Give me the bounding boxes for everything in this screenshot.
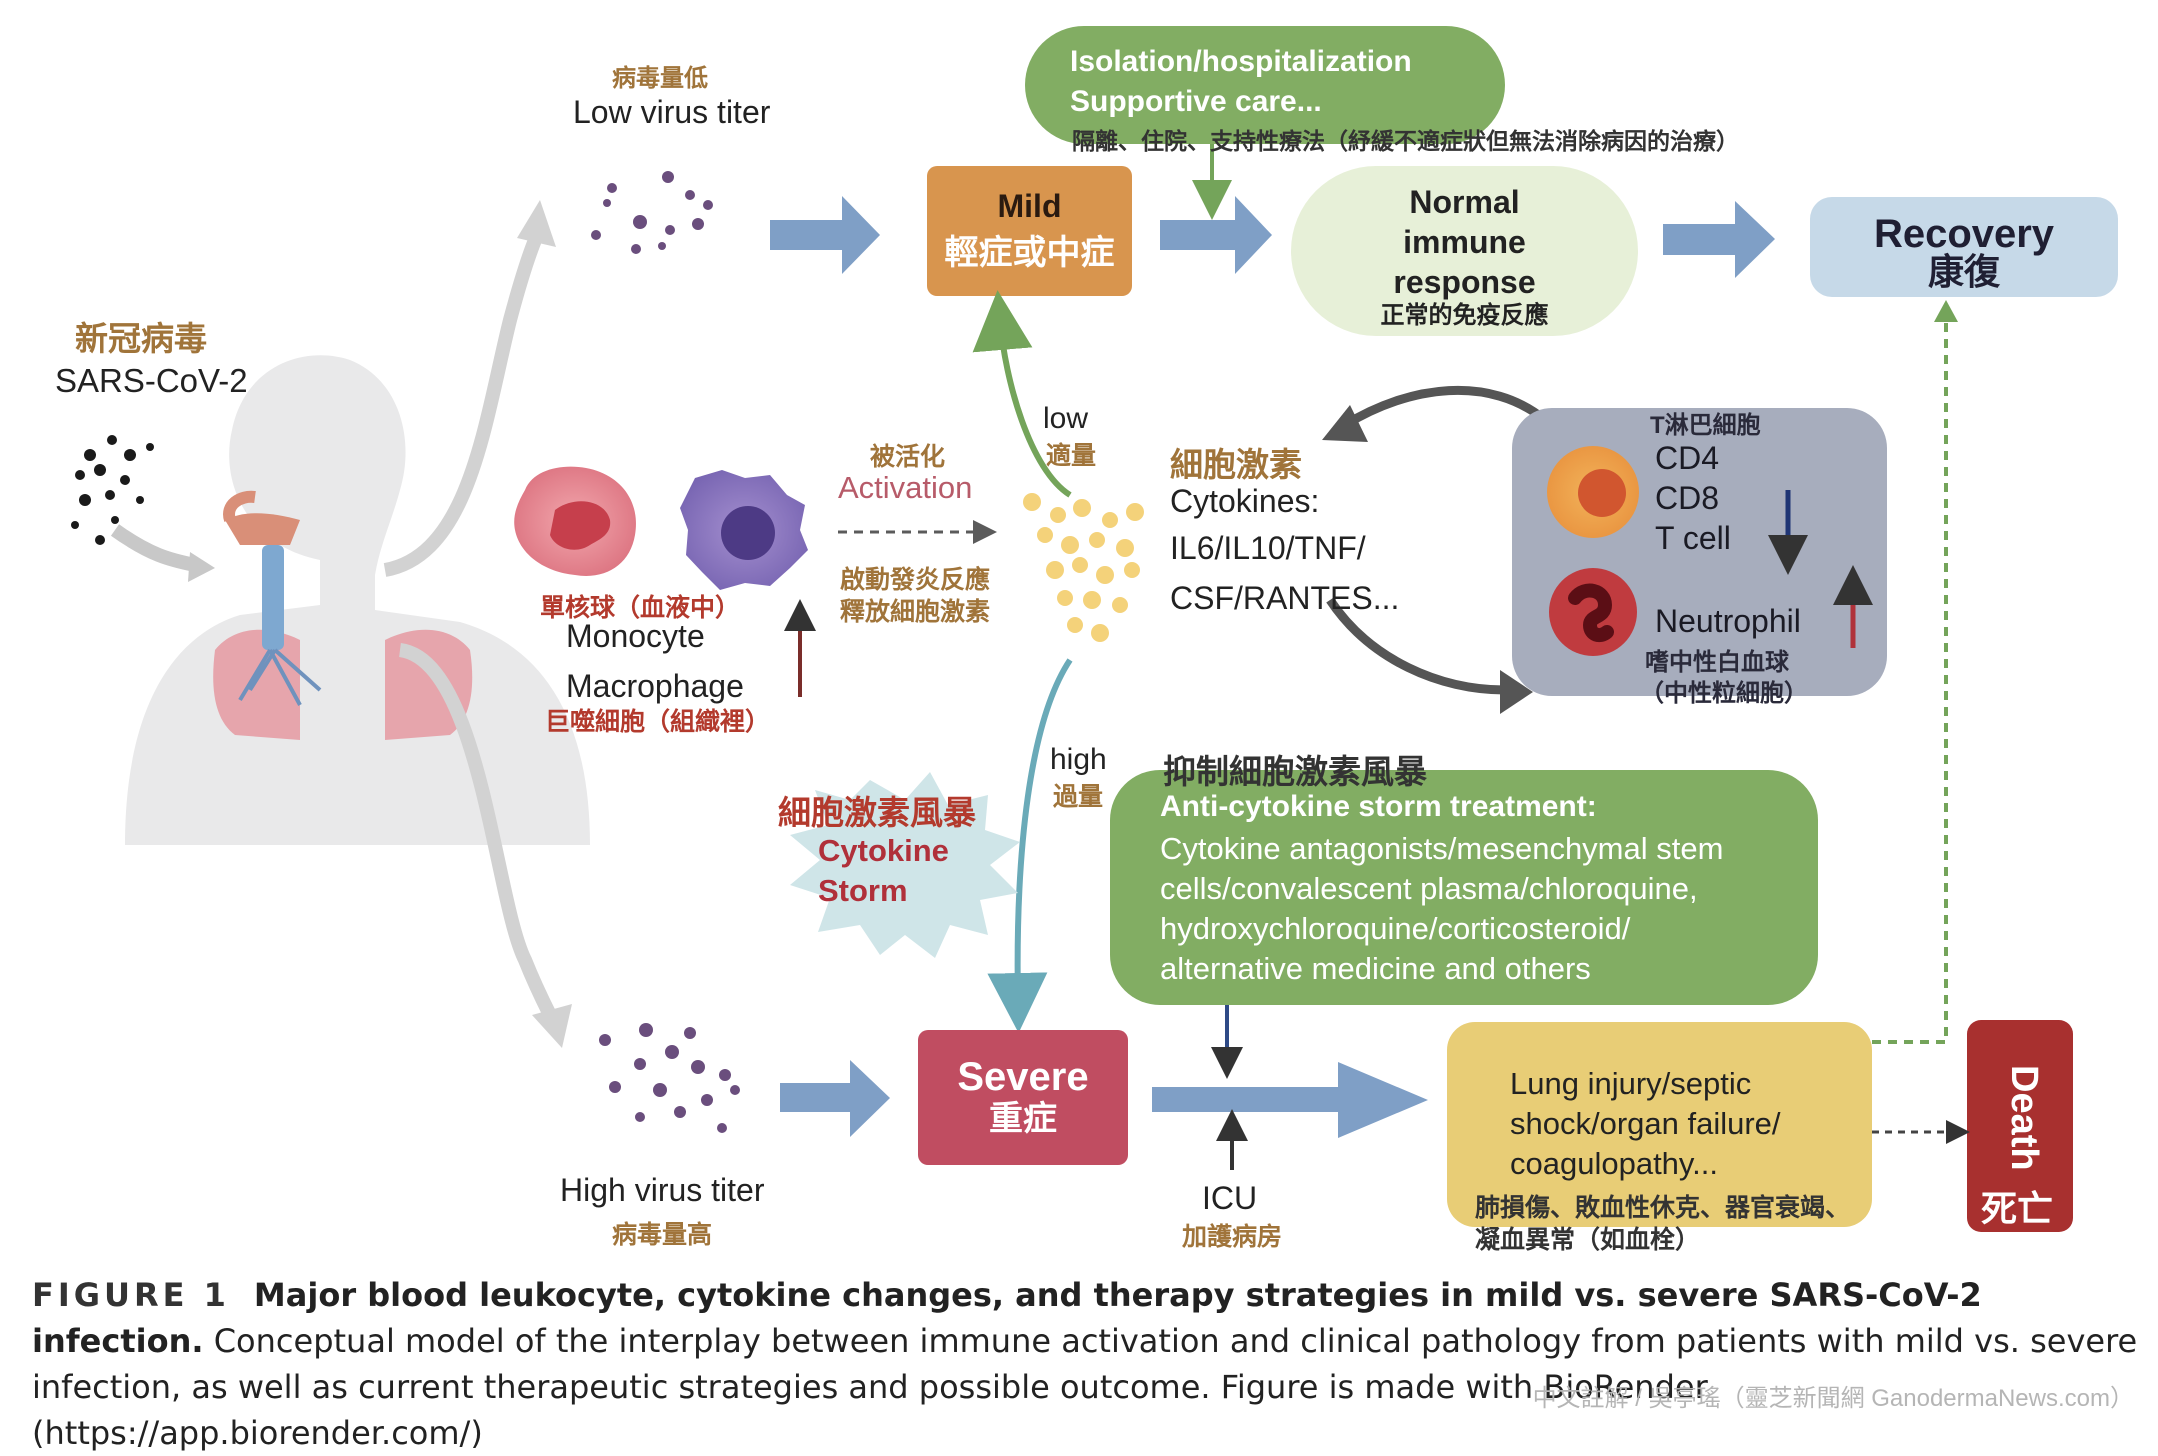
mild-box: Mild 輕症或中症 xyxy=(927,166,1132,296)
normal-immune-line1: Normal xyxy=(1409,184,1520,220)
treatment-title: Anti-cytokine storm treatment: xyxy=(1160,790,1597,823)
high-titer-label-cn: 病毒量高 xyxy=(612,1221,713,1249)
virus-particle-icon xyxy=(591,171,713,254)
diagram-graphics xyxy=(71,26,2118,1232)
low-dose-label: low xyxy=(1043,402,1089,435)
severe-box: Severe 重症 xyxy=(918,1030,1128,1165)
neutrophil-label: Neutrophil xyxy=(1655,603,1801,639)
mild-label: Mild xyxy=(997,188,1062,224)
monocyte-label-cn: 單核球（血液中） xyxy=(540,594,741,622)
isolation-line1: Isolation/hospitalization xyxy=(1070,45,1412,78)
death-label-cn: 死亡 xyxy=(1981,1188,2054,1229)
treatment-line-2: cells/convalescent plasma/chloroquine, xyxy=(1160,871,1698,906)
storm-label-2: Storm xyxy=(818,873,908,908)
activation-label-cn: 被活化 xyxy=(870,443,946,471)
severe-label: Severe xyxy=(957,1054,1089,1099)
lung-injury-cn-1: 肺損傷、敗血性休克、器官衰竭、 xyxy=(1475,1194,1851,1222)
cytokines-label: Cytokines: xyxy=(1170,483,1320,519)
storm-label-1: Cytokine xyxy=(818,833,949,868)
cytokines-list-2: CSF/RANTES... xyxy=(1170,580,1400,616)
normal-immune-line2: immune xyxy=(1403,224,1526,260)
virus-label-cn: 新冠病毒 xyxy=(75,320,207,357)
tcell-panel-title: T淋巴細胞 xyxy=(1650,412,1761,439)
neutrophil-label-cn-2: （中性粒細胞） xyxy=(1640,680,1808,707)
activation-detail-cn-1: 啟動發炎反應 xyxy=(840,566,991,594)
death-label: Death xyxy=(2003,1065,2045,1171)
high-dose-label-cn: 過量 xyxy=(1053,783,1104,811)
virus-particle-icon xyxy=(71,435,154,545)
virus-label: SARS-CoV-2 xyxy=(55,362,248,399)
storm-burst-shape xyxy=(790,772,1020,958)
isolation-line2: Supportive care... xyxy=(1070,85,1322,118)
treatment-line-1: Cytokine antagonists/mesenchymal stem xyxy=(1160,831,1724,866)
t-cell-icon xyxy=(1547,446,1639,538)
normal-immune-line3: response xyxy=(1393,264,1536,300)
figure: 新冠病毒 SARS-CoV-2 病毒量低 Low virus titer Iso… xyxy=(32,26,2137,1452)
macrophage-label: Macrophage xyxy=(566,668,744,704)
tcell-label: T cell xyxy=(1655,520,1731,556)
recovery-label-cn: 康復 xyxy=(1927,250,2000,292)
treatment-line-3: hydroxychloroquine/corticosteroid/ xyxy=(1160,911,1631,946)
high-titer-label: High virus titer xyxy=(560,1172,765,1208)
isolation-cn: 隔離、住院、支持性療法（紓緩不適症狀但無法消除病因的治療） xyxy=(1072,128,1739,154)
treatment-label-cn: 抑制細胞激素風暴 xyxy=(1163,753,1427,790)
low-titer-label: Low virus titer xyxy=(573,94,771,130)
lung-injury-line-2: shock/organ failure/ xyxy=(1510,1106,1781,1141)
high-dose-label: high xyxy=(1050,743,1107,776)
lung-injury-line-1: Lung injury/septic xyxy=(1510,1066,1752,1101)
severe-label-cn: 重症 xyxy=(989,1099,1057,1138)
macrophage-label-cn: 巨噬細胞（組織裡） xyxy=(545,708,771,736)
virus-particle-icon xyxy=(599,1023,740,1133)
credit-note: 中文註解 / 吳亭瑤（靈芝新聞網 GanodermaNews.com） xyxy=(1532,1385,2134,1412)
cd8-label: CD8 xyxy=(1655,480,1720,516)
cytokines-label-cn: 細胞激素 xyxy=(1170,446,1302,483)
monocyte-cell-icon xyxy=(514,466,636,576)
icu-label: ICU xyxy=(1202,1180,1258,1216)
neutrophil-icon xyxy=(1549,568,1637,656)
normal-immune-box: Normal immune response 正常的免疫反應 xyxy=(1291,176,1638,336)
figure-number: FIGURE 1 xyxy=(32,1276,230,1314)
treatment-line-4: alternative medicine and others xyxy=(1160,951,1591,986)
cytokine-dots-icon xyxy=(1023,493,1144,642)
activation-label: Activation xyxy=(838,470,973,505)
neutrophil-label-cn-1: 嗜中性白血球 xyxy=(1645,649,1789,676)
lung-injury-line-3: coagulopathy... xyxy=(1510,1146,1718,1181)
low-dose-label-cn: 適量 xyxy=(1046,442,1097,470)
recovery-label: Recovery xyxy=(1873,211,2055,256)
normal-immune-cn: 正常的免疫反應 xyxy=(1380,302,1549,329)
cytokines-list-1: IL6/IL10/TNF/ xyxy=(1170,530,1366,566)
lung-injury-cn-2: 凝血異常（如血栓） xyxy=(1475,1226,1701,1254)
mild-label-cn: 輕症或中症 xyxy=(944,234,1115,272)
monocyte-label: Monocyte xyxy=(566,618,705,654)
low-titer-label-cn: 病毒量低 xyxy=(612,65,708,92)
icu-label-cn: 加護病房 xyxy=(1182,1223,1283,1251)
caption-lead: Major blood leukocyte, cytokine changes,… xyxy=(32,1276,1982,1360)
human-respiratory-icon xyxy=(125,355,590,845)
cd4-label: CD4 xyxy=(1655,440,1720,476)
recovery-box: Recovery 康復 xyxy=(1810,205,2118,300)
activation-detail-cn-2: 釋放細胞激素 xyxy=(840,598,991,626)
macrophage-cell-icon xyxy=(680,470,808,590)
death-box: Death 死亡 xyxy=(1967,1020,2073,1232)
storm-label-cn: 細胞激素風暴 xyxy=(778,794,976,831)
